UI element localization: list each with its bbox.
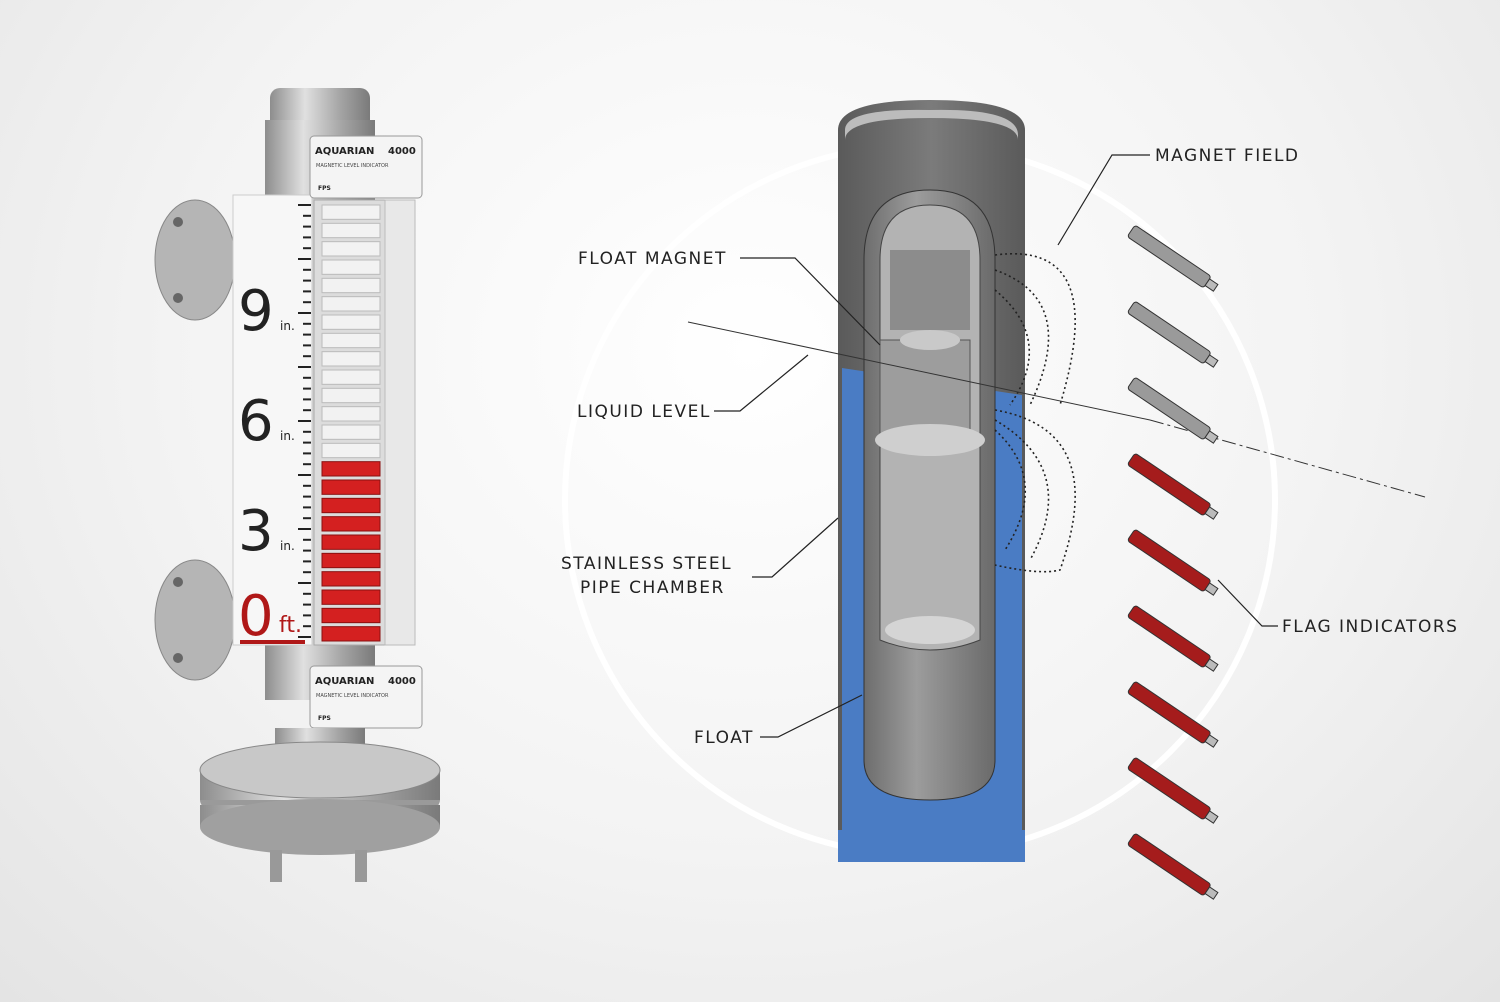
flag-red (321, 626, 381, 642)
flag-red (321, 552, 381, 569)
scale-ticks (298, 204, 311, 638)
flag-red (321, 479, 381, 495)
leader-line (1217, 579, 1278, 627)
nameplate-brand: AQUARIAN (315, 146, 374, 157)
flag-indicator-grey (1127, 225, 1219, 292)
liquid (838, 830, 1025, 862)
flag-white (321, 277, 381, 294)
flag-red (321, 589, 381, 605)
scale-unit: ft. (279, 613, 302, 638)
label-flag-indicators: FLAG INDICATORS (1282, 617, 1458, 637)
leader-line (760, 694, 863, 738)
nameplate-brand: AQUARIAN (315, 676, 374, 687)
flag-white (321, 387, 381, 404)
float-magnet (890, 250, 970, 330)
pipe-chamber-cutaway (838, 100, 1025, 862)
flag-indicator-grey (1127, 301, 1219, 368)
label-float-magnet: FLOAT MAGNET (578, 249, 727, 269)
flag-white (321, 332, 381, 349)
pipe-rim (845, 109, 1018, 140)
flag-white (321, 351, 381, 367)
liquid-level-extension (1149, 419, 1426, 498)
flag-red (321, 534, 381, 550)
flag-indicator-grey (1127, 377, 1219, 444)
scale-label-9: 9 (238, 279, 274, 344)
leader-line (714, 354, 809, 412)
scale-unit: in. (280, 319, 295, 333)
flag-white (321, 296, 381, 312)
flag-white (321, 241, 381, 257)
zero-mark (240, 640, 305, 644)
flag-white (321, 204, 381, 220)
flag-white (321, 222, 381, 239)
flag-white (321, 406, 381, 422)
flag-red (321, 571, 381, 587)
nameplate-model: 4000 (388, 676, 416, 687)
flag-red (321, 497, 381, 514)
nameplate-model: 4000 (388, 146, 416, 157)
base-flange (199, 728, 441, 882)
flag-white (321, 424, 381, 440)
scale-label-3: 3 (238, 499, 274, 564)
nameplate-subtitle: MAGNETIC LEVEL INDICATOR (316, 163, 389, 169)
fps-logo: FPS (318, 185, 331, 192)
nameplate-subtitle: MAGNETIC LEVEL INDICATOR (316, 693, 389, 699)
magnetic-level-gauge: 9 in. 6 in. 3 in. 0 ft. AQUARIAN 4000 MA… (154, 88, 441, 882)
float-body (879, 339, 971, 441)
liquid-level-line (687, 321, 1151, 421)
label-stainless-steel: STAINLESS STEEL (561, 554, 732, 574)
scale-unit: in. (280, 539, 295, 553)
flag-red (321, 516, 381, 532)
scale-label-6: 6 (238, 389, 274, 454)
fps-logo: FPS (318, 715, 331, 722)
flag-red (321, 607, 381, 624)
scale-label-0: 0 (238, 584, 274, 649)
label-float: FLOAT (694, 728, 754, 748)
flag-indicator-red (1127, 833, 1219, 900)
flag-white (321, 259, 381, 275)
label-liquid-level: LIQUID LEVEL (577, 402, 711, 422)
scale-unit: in. (280, 429, 295, 443)
flag-window-frame (384, 199, 416, 646)
flag-white (321, 442, 381, 459)
flag-indicator-red (1127, 757, 1219, 824)
flag-red (321, 461, 381, 477)
flag-indicator-red (1127, 681, 1219, 748)
flag-indicator-red (1127, 453, 1219, 520)
flag-white (321, 314, 381, 330)
flag-indicator-red (1127, 529, 1219, 596)
flag-white (321, 369, 381, 385)
flag-indicator-red (1127, 605, 1219, 672)
magnet-field-lines (994, 253, 1076, 573)
label-pipe-chamber: PIPE CHAMBER (580, 578, 725, 598)
leader-line (752, 517, 839, 578)
label-magnet-field: MAGNET FIELD (1155, 146, 1300, 166)
leader-line (1057, 154, 1150, 246)
gauge-flags (321, 204, 381, 642)
top-nameplate: AQUARIAN 4000 MAGNETIC LEVEL INDICATOR F… (309, 135, 423, 199)
bottom-nameplate: AQUARIAN 4000 MAGNETIC LEVEL INDICATOR F… (309, 665, 423, 729)
flag-indicators (1127, 225, 1219, 900)
leader-line (740, 257, 881, 346)
